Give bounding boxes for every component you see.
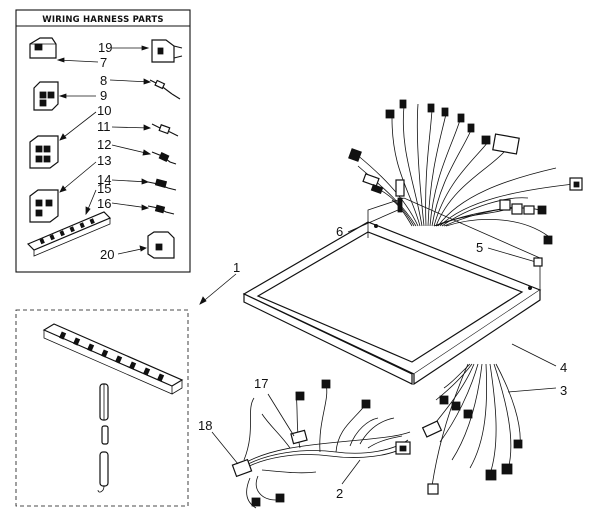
- main-wire-harness: [355, 103, 575, 237]
- callout-7: 7: [100, 55, 107, 70]
- terminal-part-8: [149, 79, 181, 100]
- terminal-part-12: [151, 151, 177, 165]
- terminal-part-14: [147, 178, 177, 191]
- connector-part-20: [147, 231, 175, 259]
- console-frame: [242, 197, 542, 386]
- leader-6: [347, 209, 399, 233]
- connector-part-10: [29, 135, 59, 169]
- connector-part-19: [151, 39, 183, 63]
- callout-13: 13: [97, 153, 111, 168]
- inset-leader-lines: [56, 45, 152, 255]
- leader-5: [487, 247, 537, 263]
- callout-19: 19: [98, 40, 112, 55]
- connector-part-7: [29, 37, 57, 59]
- callout-17: 17: [254, 376, 268, 391]
- callout-3: 3: [560, 383, 567, 398]
- callout-18: 18: [198, 418, 212, 433]
- lower-left-connectors: [231, 379, 411, 507]
- callout-8: 8: [100, 73, 107, 88]
- callout-1: 1: [233, 260, 240, 275]
- callout-14: 14: [97, 172, 111, 187]
- connector-part-9: [33, 81, 59, 111]
- lower-right-connectors: [421, 395, 523, 495]
- terminal-strip-part-15: [26, 211, 112, 257]
- leader-3: [507, 387, 557, 393]
- kit-parts-box: [15, 309, 189, 507]
- callout-9: 9: [100, 88, 107, 103]
- screw-part-5: [533, 257, 543, 267]
- leader-1: [199, 273, 237, 305]
- callout-11: 11: [97, 119, 111, 134]
- connector-part-13: [29, 189, 59, 223]
- callout-16: 16: [97, 196, 111, 211]
- callout-6: 6: [336, 224, 343, 239]
- callout-20: 20: [100, 247, 114, 262]
- terminal-part-11: [151, 123, 179, 137]
- inset-title: WIRING HARNESS PARTS: [42, 15, 163, 25]
- leader-18: [211, 431, 239, 465]
- leader-17: [267, 393, 295, 437]
- callout-2: 2: [336, 486, 343, 501]
- lower-left-harness: [235, 383, 411, 509]
- callout-10: 10: [97, 103, 111, 118]
- callout-5: 5: [476, 240, 483, 255]
- harness-connectors-top: [348, 99, 583, 245]
- wiring-harness-parts-inset: WIRING HARNESS PARTS: [15, 9, 191, 273]
- callout-4: 4: [560, 360, 567, 375]
- callout-12: 12: [97, 137, 111, 152]
- callout-15: 15: [97, 181, 111, 196]
- leader-4: [511, 343, 557, 367]
- leader-2: [341, 459, 361, 485]
- terminal-part-16: [147, 204, 175, 215]
